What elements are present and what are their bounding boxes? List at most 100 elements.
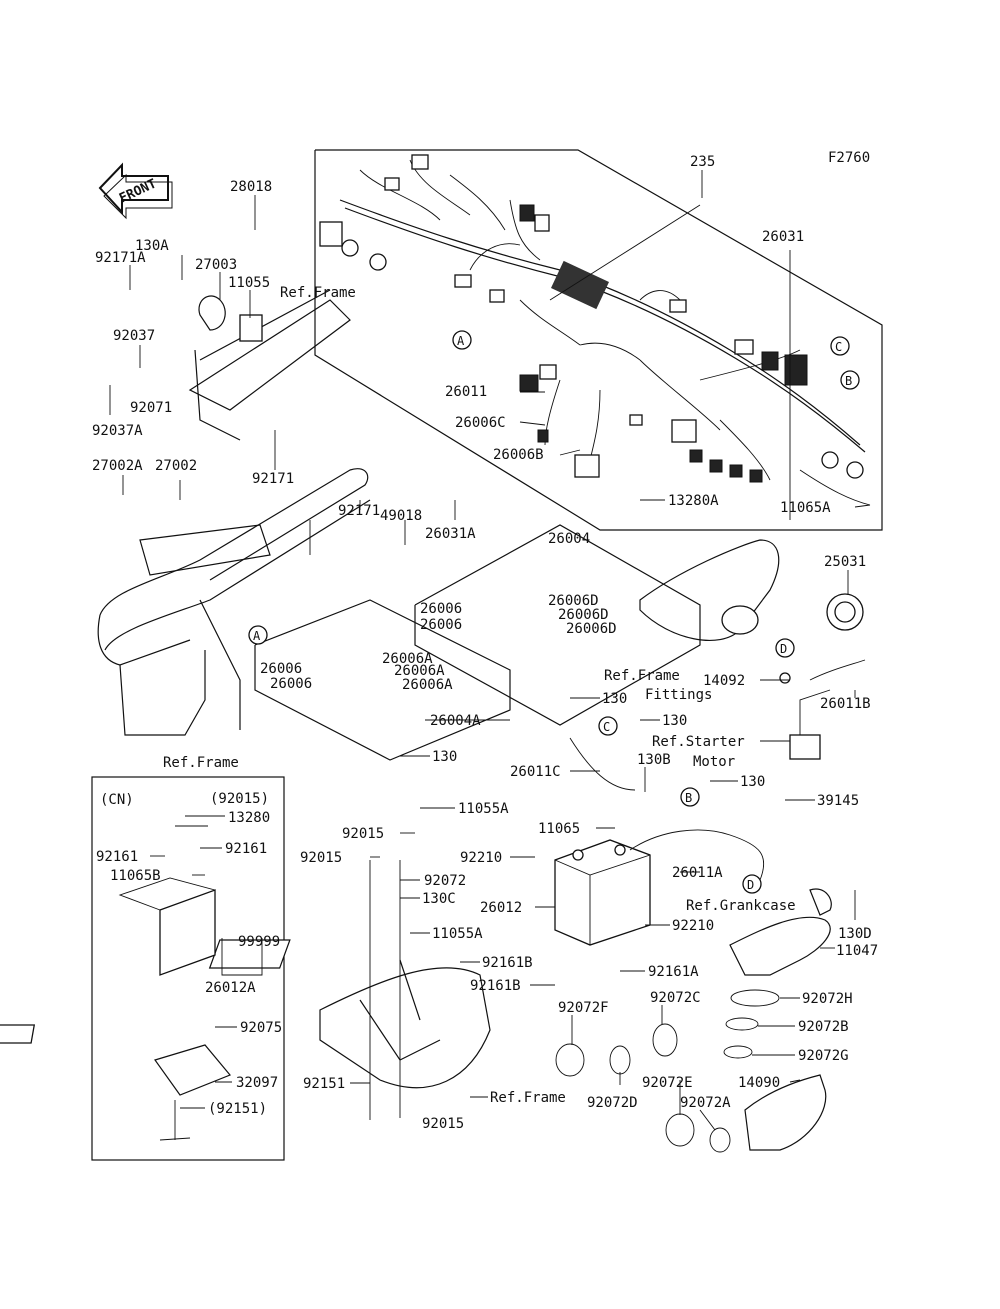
frame-fittings	[639, 539, 864, 641]
frame-main-lower	[97, 468, 371, 736]
callout-b-2: B	[680, 787, 700, 807]
battery-cable-26011a	[629, 829, 765, 881]
label-11055a-1: 11055A	[458, 801, 509, 817]
label-26011b: 26011B	[820, 696, 871, 712]
label-92210-1: 92210	[460, 850, 502, 866]
label-ref-starter: Ref.Starter	[652, 734, 745, 750]
label-92072g: 92072G	[798, 1048, 849, 1064]
label-92072: 92072	[424, 873, 466, 889]
label-130c: 130C	[422, 891, 456, 907]
frame-lower	[319, 860, 491, 1120]
label-14090: 14090	[738, 1075, 780, 1091]
callout-c-1: C	[830, 336, 850, 356]
label-26006-a1: 26006	[260, 661, 302, 677]
label-92171-2: 92171	[338, 503, 380, 519]
label-27003: 27003	[195, 257, 237, 273]
front-arrow-icon: FRONT	[98, 162, 173, 220]
cn-battery-panel	[91, 776, 285, 1161]
label-92015-3: 92015	[422, 1116, 464, 1132]
label-92161b-2: 92161B	[470, 978, 521, 994]
label-32097: 32097	[236, 1075, 278, 1091]
label-130b: 130B	[637, 752, 671, 768]
label-92171a: 92171A	[95, 250, 146, 266]
fuse-box-panel-26004a	[254, 599, 511, 761]
label-92071: 92071	[130, 400, 172, 416]
main-wiring-harness	[319, 154, 871, 506]
label-ref-grankcase: Ref.Grankcase	[686, 898, 796, 914]
label-26006a-3: 26006A	[402, 677, 453, 693]
callout-d-2: D	[742, 874, 762, 894]
label-11047: 11047	[836, 943, 878, 959]
label-130-4: 130	[740, 774, 765, 790]
callout-letter: C	[835, 340, 842, 354]
label-26011c: 26011C	[510, 764, 561, 780]
label-26031: 26031	[762, 229, 804, 245]
callout-c-2: C	[598, 716, 618, 736]
label-92161b-1: 92161B	[482, 955, 533, 971]
callout-letter: D	[780, 642, 787, 656]
label-26011a: 26011A	[672, 865, 723, 881]
label-26006-a2: 26006	[270, 676, 312, 692]
label-26006c: 26006C	[455, 415, 506, 431]
battery-cable-26011c	[569, 737, 636, 791]
callout-a-2: A	[248, 625, 268, 645]
label-92171-1: 92171	[252, 471, 294, 487]
label-26006-d1: 26006	[420, 601, 462, 617]
label-26011: 26011	[445, 384, 487, 400]
label-130-2: 130	[432, 749, 457, 765]
label-13280: 13280	[228, 810, 270, 826]
label-ref-frame-1: Ref.Frame	[280, 285, 356, 301]
fuse-box-panel-26004	[414, 524, 701, 726]
callout-letter: A	[457, 334, 465, 348]
label-ref-frame-4: Ref.Frame	[163, 755, 239, 771]
label-92037: 92037	[113, 328, 155, 344]
battery-26012	[208, 839, 651, 969]
label-27002a: 27002A	[92, 458, 143, 474]
crankcase	[729, 888, 832, 976]
label-92015-2: 92015	[300, 850, 342, 866]
label-130-1: 130	[602, 691, 627, 707]
label-99999: 99999	[238, 934, 280, 950]
label-92072e: 92072E	[642, 1075, 693, 1091]
label-11065a: 11065A	[780, 500, 831, 516]
label-11065: 11065	[538, 821, 580, 837]
label-28018: 28018	[230, 179, 272, 195]
label-92210-2: 92210	[672, 918, 714, 934]
label-27002: 27002	[155, 458, 197, 474]
label-92161-1: 92161	[96, 849, 138, 865]
label-92072a: 92072A	[680, 1095, 731, 1111]
label-13280a: 13280A	[668, 493, 719, 509]
leader-lines	[109, 170, 871, 1131]
callout-letter: B	[685, 791, 692, 805]
label-92015-cn: (92015)	[210, 791, 269, 807]
label-92072d: 92072D	[587, 1095, 638, 1111]
label-92161a: 92161A	[648, 964, 699, 980]
label-11055: 11055	[228, 275, 270, 291]
frame-upper-left	[188, 289, 351, 441]
label-130a: 130A	[135, 238, 169, 254]
label-92072c: 92072C	[650, 990, 701, 1006]
cn-battery	[0, 877, 231, 1141]
label-92161-2: 92161	[225, 841, 267, 857]
label-26006d-2: 26006D	[558, 607, 609, 623]
label-ref-frame-2: Ref.Frame	[604, 668, 680, 684]
label-92072f: 92072F	[558, 1000, 609, 1016]
labels: F2760 235 26031 28018 130A 92171A 27003 …	[92, 150, 878, 1132]
label-92075: 92075	[240, 1020, 282, 1036]
label-26006d-3: 26006D	[566, 621, 617, 637]
callout-letter: C	[603, 720, 610, 734]
label-92151: 92151	[303, 1076, 345, 1092]
label-fittings: Fittings	[645, 687, 712, 703]
label-26004: 26004	[548, 531, 590, 547]
label-26004a: 26004A	[430, 713, 481, 729]
label-11055a-2: 11055A	[432, 926, 483, 942]
label-14092: 14092	[703, 673, 745, 689]
callout-d-1: D	[775, 638, 795, 658]
cover-14090	[744, 1074, 827, 1151]
label-motor: Motor	[693, 754, 735, 770]
label-26006a-1: 26006A	[382, 651, 433, 667]
starter-relay	[779, 659, 866, 760]
label-ref-frame-3: Ref.Frame	[490, 1090, 566, 1106]
label-92072h: 92072H	[802, 991, 853, 1007]
label-92151-cn: (92151)	[208, 1101, 267, 1117]
